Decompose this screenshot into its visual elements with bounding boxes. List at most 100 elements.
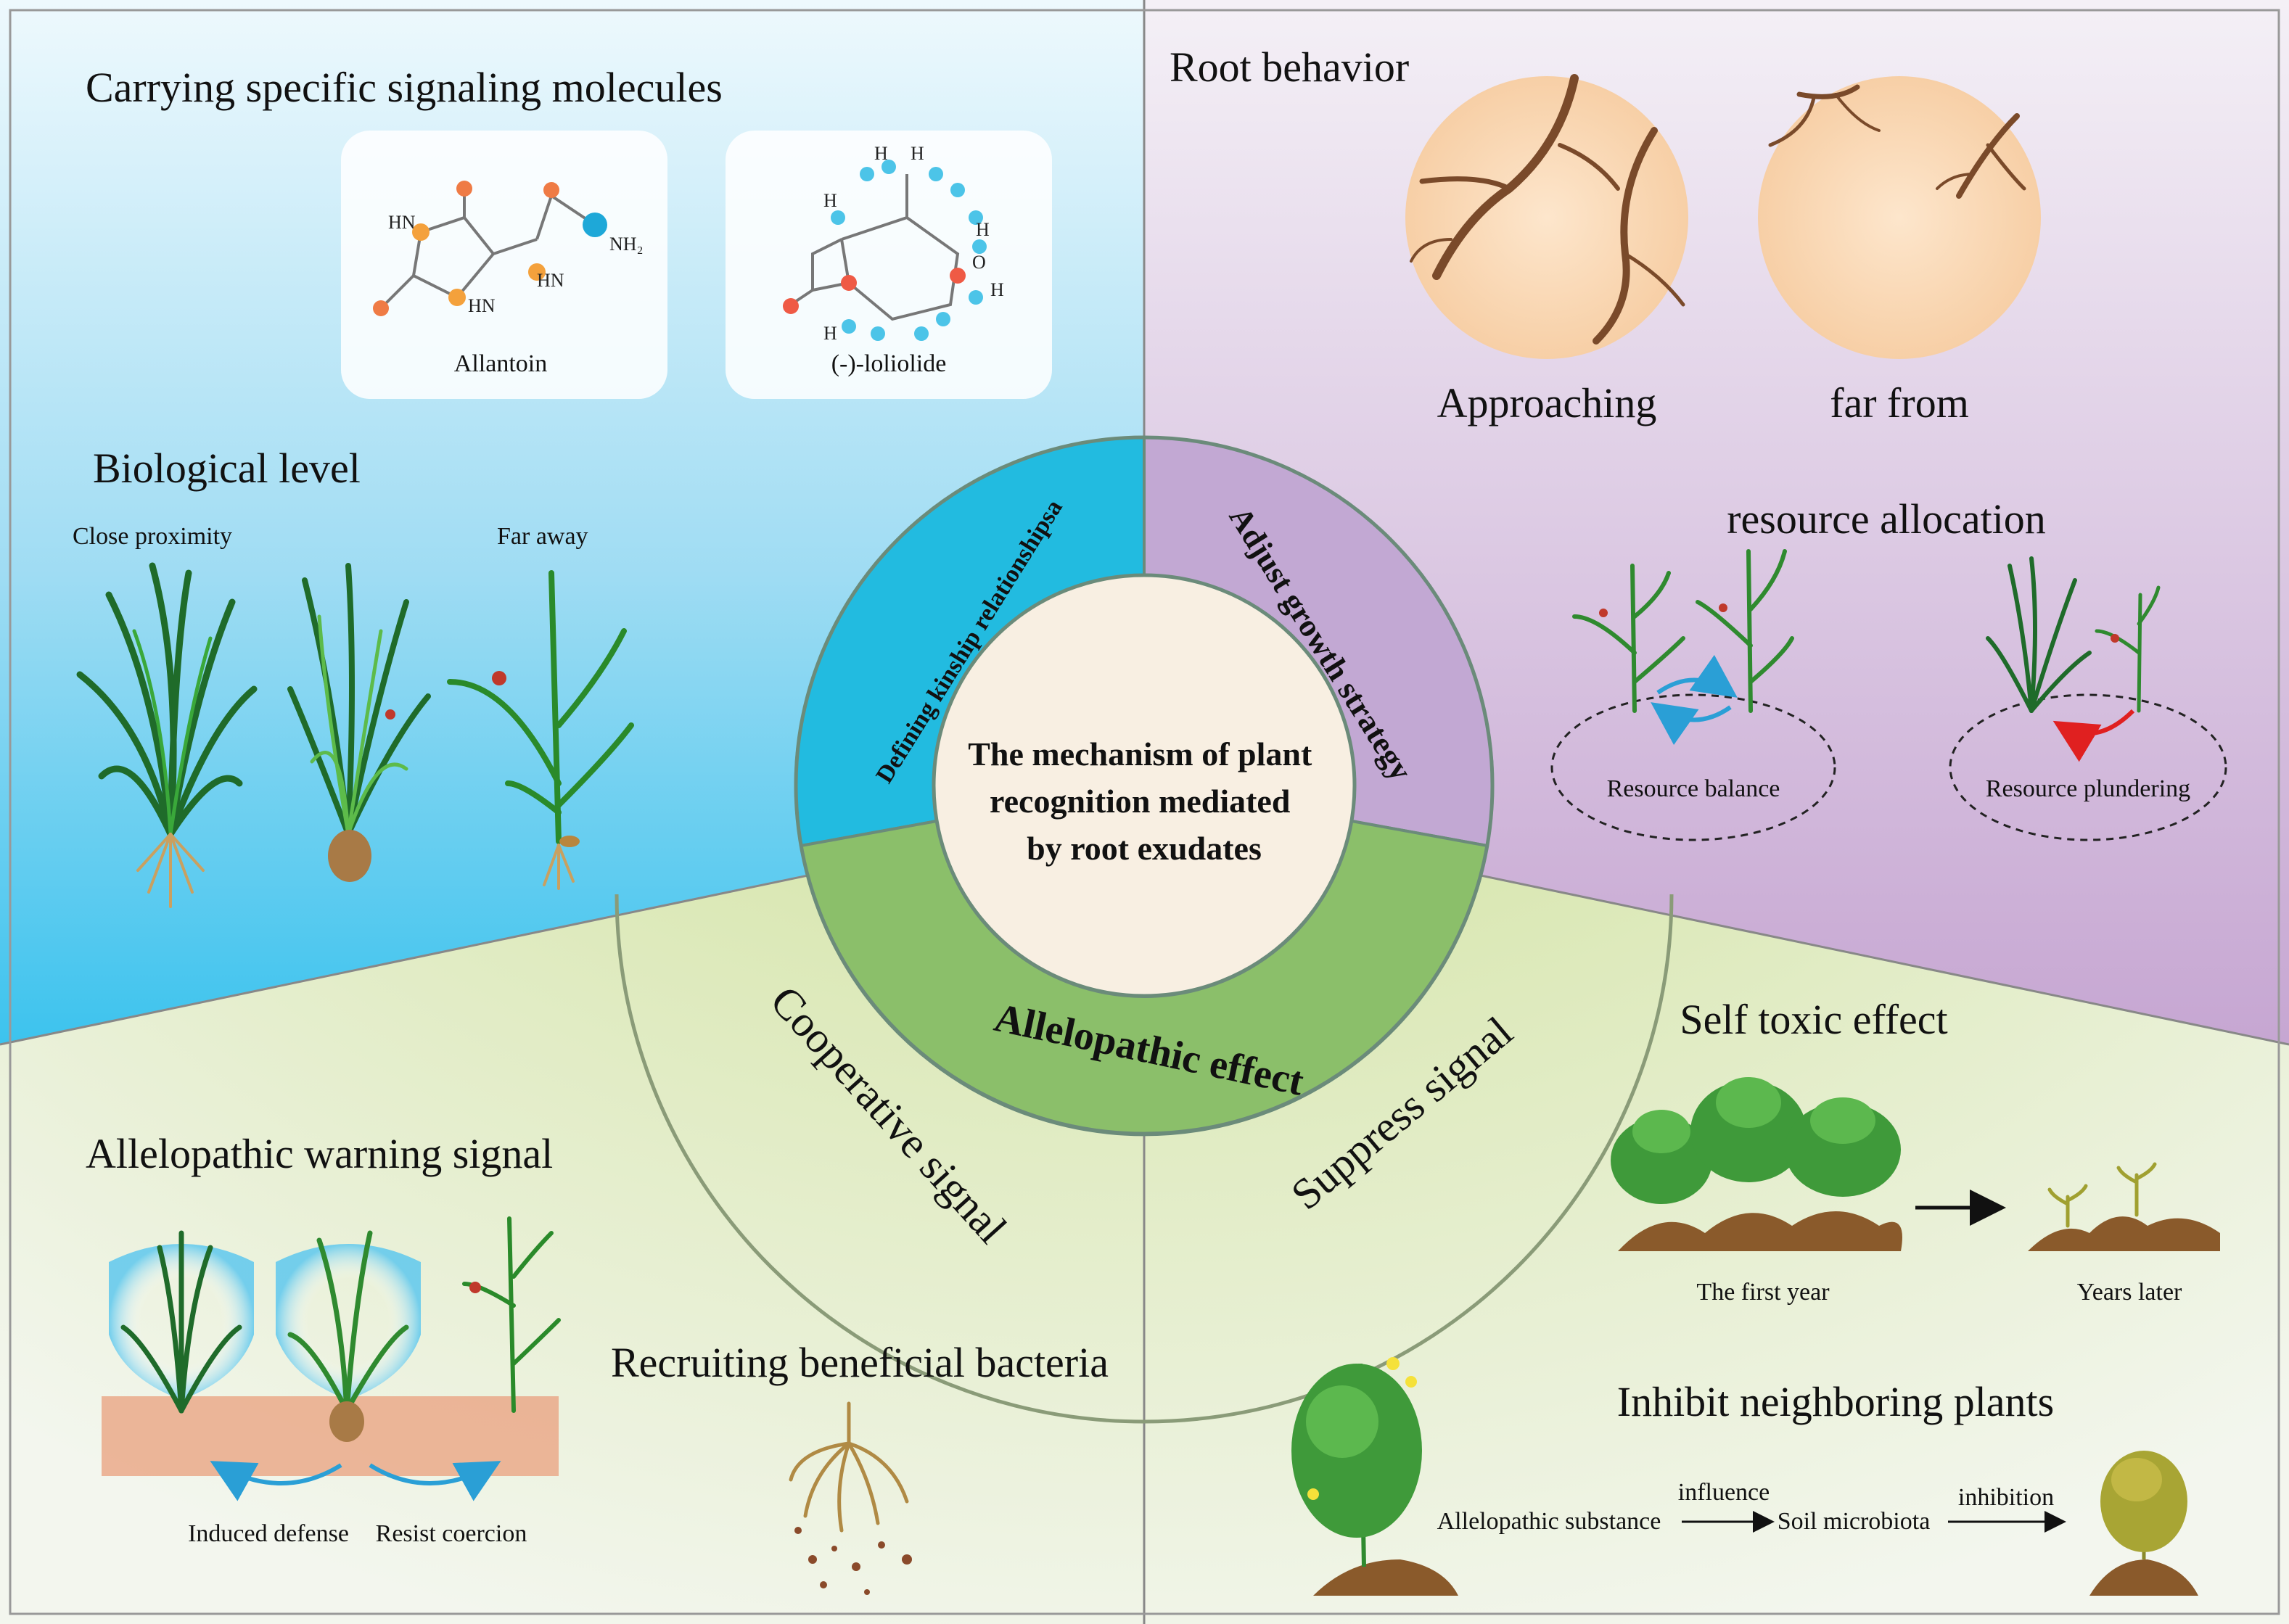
svg-text:H: H: [874, 143, 888, 164]
allantoin-atom-n2: [448, 289, 466, 306]
ladybug-icon: [1599, 609, 1608, 617]
heading-self-toxic: Self toxic effect: [1680, 996, 1947, 1043]
petri-dish-far-from: [1758, 76, 2041, 359]
bottom-left-section: Allelopathic warning signal Induced defe…: [86, 1130, 1109, 1595]
heading-recruiting-bacteria: Recruiting beneficial bacteria: [611, 1339, 1109, 1386]
ring-outer-outline: [794, 435, 1495, 1136]
label-inhibition: inhibition: [1958, 1484, 2054, 1511]
root-system-beneficial-bacteria: [789, 1401, 909, 1533]
center-line-2: recognition mediated: [990, 783, 1291, 820]
svg-text:H: H: [990, 279, 1004, 300]
grass-plant-far-away: [447, 570, 634, 890]
ladybug-icon: [469, 1282, 481, 1293]
allantoin-label-hn-3: HN: [537, 270, 564, 291]
heading-inhibit-neighbors: Inhibit neighboring plants: [1617, 1378, 2055, 1425]
shield-middle: [276, 1244, 421, 1400]
warning-plant-middle: [287, 1230, 409, 1414]
bottom-right-section: Self toxic effect The first year Years l…: [1291, 996, 2220, 1596]
allantoin-label-hn-1: HN: [388, 212, 416, 233]
tomato-plant-wilted: [2089, 1451, 2198, 1596]
loliolide-name: (-)-loliolide: [831, 350, 947, 377]
label-far-from: far from: [1830, 379, 1969, 426]
heading-warning-signal: Allelopathic warning signal: [86, 1130, 553, 1177]
heading-resource-allocation: resource allocation: [1727, 495, 2046, 543]
label-resource-plundering: Resource plundering: [1986, 775, 2190, 802]
root-clump: [329, 1401, 364, 1442]
flower-icon: [1386, 1357, 1400, 1370]
ladybug-icon: [492, 671, 506, 685]
center-line-1: The mechanism of plant: [968, 735, 1312, 772]
flower-icon: [1405, 1376, 1417, 1388]
soil-mounds-years-later: [2028, 1216, 2220, 1251]
seed: [559, 836, 580, 847]
label-soil-microbiota: Soil microbiota: [1778, 1508, 1931, 1535]
loliolide-hydrogen-atoms: [831, 160, 987, 341]
plants-first-year: [1611, 1077, 1901, 1204]
seedlings-years-later: [2047, 1162, 2157, 1228]
loliolide-atom-o1: [783, 298, 799, 314]
petri-dish-approaching: [1405, 76, 1688, 359]
loliolide-card: [726, 131, 1052, 399]
svg-text:H: H: [823, 190, 837, 211]
allantoin-atom-o2: [373, 300, 389, 316]
soil-mounds-first-year: [1618, 1211, 1902, 1251]
loliolide-atom-o3: [950, 268, 966, 284]
arrow-plundering: [2052, 709, 2135, 762]
ellipse-resource-plundering: [1949, 693, 2227, 841]
warning-plant-right: [462, 1216, 561, 1413]
top-left-section: Carrying specific signaling molecules HN…: [73, 64, 1052, 908]
top-right-section: Root behavior Approaching far from resou…: [1170, 44, 2227, 841]
allantoin-atom-n3: [528, 263, 546, 281]
allantoin-atom-o3: [543, 182, 559, 198]
tomato-plant-healthy: [1291, 1357, 1458, 1596]
center-line-3: by root exudates: [1027, 830, 1262, 867]
allantoin-label-nh2: NH₂: [609, 234, 644, 255]
label-influence: influence: [1678, 1479, 1770, 1506]
label-resource-balance: Resource balance: [1607, 775, 1780, 802]
heading-signaling-molecules: Carrying specific signaling molecules: [86, 64, 723, 111]
heading-root-behavior: Root behavior: [1170, 44, 1409, 91]
flower-icon: [1307, 1488, 1319, 1500]
allantoin-atom-n1: [412, 223, 430, 241]
ellipse-resource-balance: [1550, 693, 1836, 841]
frame-border: [9, 9, 2280, 1615]
arrow-balance-lower: [1651, 702, 1732, 746]
svg-text:H: H: [823, 323, 837, 344]
label-first-year: The first year: [1696, 1279, 1830, 1306]
bacteria-dots: [794, 1527, 912, 1595]
label-induced-defense: Induced defense: [188, 1520, 349, 1547]
ladybug-icon: [1719, 603, 1727, 612]
arrow-induced-defense: [210, 1461, 342, 1501]
center-circle: [932, 573, 1357, 998]
roots-approaching: [1410, 74, 1685, 345]
loliolide-atom-o2: [841, 275, 857, 291]
center-title: The mechanism of plant recognition media…: [968, 735, 1320, 867]
warning-plant-left: [120, 1230, 242, 1414]
svg-text:H: H: [911, 143, 924, 164]
allantoin-atom-nh2: [583, 213, 607, 237]
label-approaching: Approaching: [1437, 379, 1657, 426]
allantoin-card: [341, 131, 667, 399]
label-years-later: Years later: [2077, 1279, 2182, 1306]
allantoin-label-hn-2: HN: [468, 295, 496, 316]
ladybug-icon: [2111, 634, 2119, 643]
outer-ring-bottom: [615, 894, 1674, 1424]
grass-plant-dense-2: [287, 563, 431, 882]
soil-band: [102, 1396, 559, 1476]
label-resist-coercion: Resist coercion: [376, 1520, 527, 1547]
roots-far-from: [1768, 84, 2026, 199]
plant-plunder-dense: [1986, 556, 2092, 713]
heading-biological-level: Biological level: [93, 445, 361, 492]
loliolide-atom-labels: H H H H H O H: [823, 143, 1004, 344]
svg-text:O: O: [972, 252, 986, 273]
allantoin-atom-o1: [456, 181, 472, 197]
label-allelopathic-substance: Allelopathic substance: [1437, 1508, 1661, 1535]
root-clump: [328, 830, 371, 882]
grass-plant-dense-1: [76, 562, 258, 908]
label-far-away: Far away: [497, 523, 588, 550]
arrow-balance-upper: [1656, 654, 1738, 698]
label-close-proximity: Close proximity: [73, 523, 232, 550]
plant-balance-left: [1572, 564, 1685, 713]
allantoin-name: Allantoin: [454, 350, 547, 377]
